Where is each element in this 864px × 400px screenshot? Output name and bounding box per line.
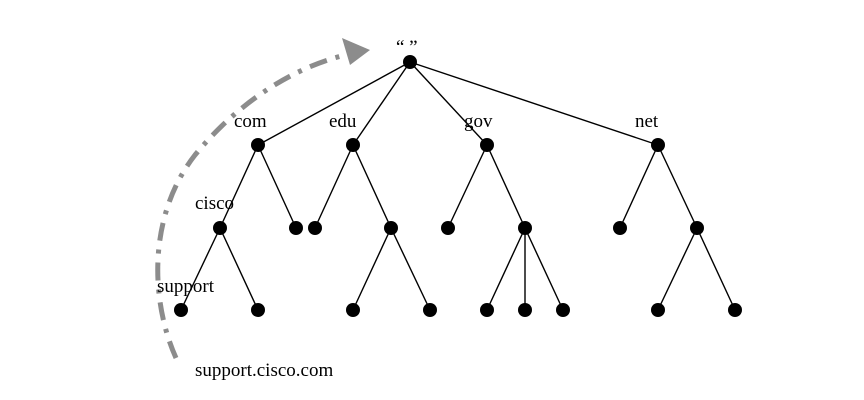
edge-root-edu	[352, 61, 411, 146]
edge-net-2-net-2-2	[696, 227, 736, 311]
tree-nodes	[174, 55, 742, 317]
node-net-2-2	[728, 303, 742, 317]
edge-cisco-com-cisco-2	[219, 227, 259, 311]
node-edu-2	[384, 221, 398, 235]
edge-net-net-2	[657, 144, 698, 229]
resolution-arrowhead	[342, 38, 370, 65]
node-com	[251, 138, 265, 152]
edge-com-cisco	[219, 144, 259, 229]
edge-edu-edu-1	[314, 144, 354, 229]
node-edu-2-1	[346, 303, 360, 317]
node-gov	[480, 138, 494, 152]
edge-net-2-net-2-1	[657, 227, 698, 311]
edge-gov-gov-1	[447, 144, 488, 229]
edge-edu-2-edu-2-2	[390, 227, 431, 311]
tree-edges	[180, 61, 736, 311]
node-gov-1	[441, 221, 455, 235]
node-com-2	[289, 221, 303, 235]
edge-root-net	[409, 61, 659, 146]
edge-com-com-2	[257, 144, 297, 229]
node-net-1	[613, 221, 627, 235]
edge-net-net-1	[619, 144, 659, 229]
node-cisco	[213, 221, 227, 235]
node-gov-2-2	[518, 303, 532, 317]
edge-gov-2-gov-2-3	[524, 227, 564, 311]
edge-root-gov	[409, 61, 488, 146]
node-net-2	[690, 221, 704, 235]
node-edu-2-2	[423, 303, 437, 317]
resolution-path-arrow	[155, 49, 361, 360]
edge-gov-gov-2	[486, 144, 526, 229]
node-net-2-1	[651, 303, 665, 317]
edge-gov-2-gov-2-1	[486, 227, 526, 311]
edge-edu-edu-2	[352, 144, 392, 229]
edge-edu-2-edu-2-1	[352, 227, 392, 311]
label-fqdn: support.cisco.com	[195, 360, 333, 381]
label-gov: gov	[464, 111, 493, 132]
node-net	[651, 138, 665, 152]
node-gov-2-1	[480, 303, 494, 317]
node-gov-2	[518, 221, 532, 235]
edge-root-com	[257, 61, 411, 146]
node-root	[403, 55, 417, 69]
node-edu	[346, 138, 360, 152]
label-net: net	[635, 111, 659, 132]
label-cisco: cisco	[195, 193, 234, 214]
node-support	[174, 303, 188, 317]
node-com-cisco-2	[251, 303, 265, 317]
edge-cisco-support	[180, 227, 221, 311]
label-com: com	[234, 111, 267, 132]
node-gov-2-3	[556, 303, 570, 317]
node-edu-1	[308, 221, 322, 235]
root-label: “ ”	[396, 37, 418, 58]
label-support: support	[157, 276, 215, 297]
label-edu: edu	[329, 111, 357, 132]
